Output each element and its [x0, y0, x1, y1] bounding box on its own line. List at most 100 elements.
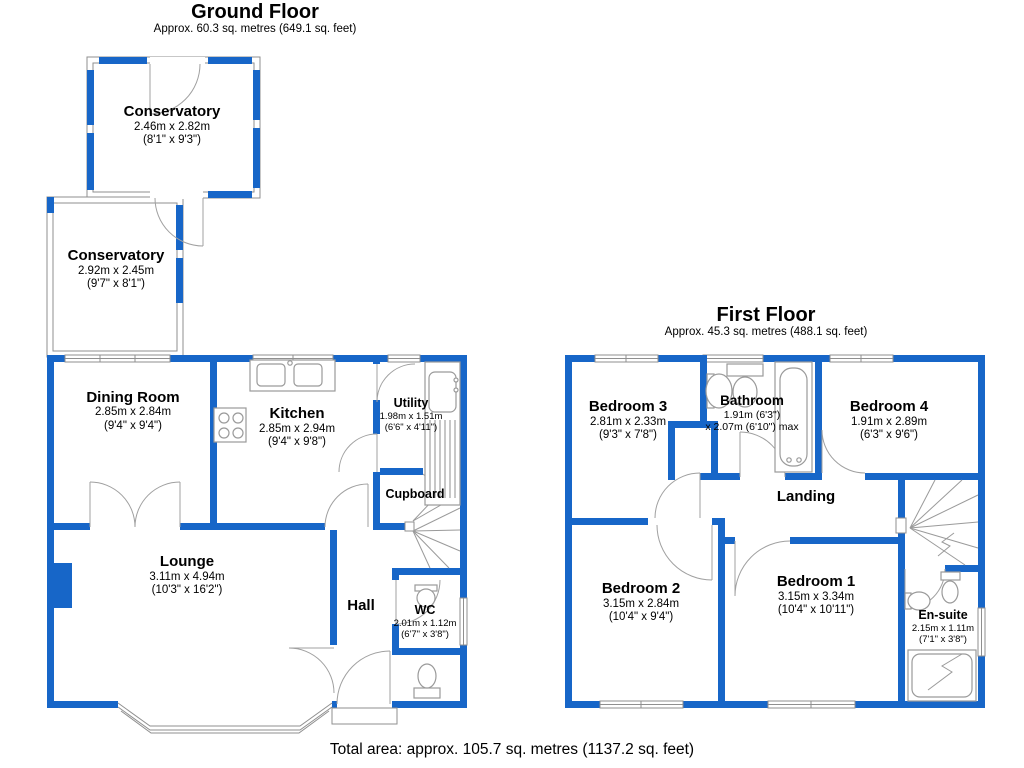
room-dim: (8'1" x 9'3") — [143, 134, 201, 147]
utility-sink-icon — [424, 361, 461, 506]
room-label-kitchen: Kitchen 2.85m x 2.94m (9'4" x 9'8") — [259, 405, 335, 450]
room-label-bedroom4: Bedroom 4 1.91m x 2.89m (6'3" x 9'6") — [850, 398, 928, 443]
room-name: WC — [414, 603, 436, 617]
porch-step — [331, 707, 398, 725]
room-dim: 3.15m x 2.84m — [602, 597, 680, 610]
first-interior-walls — [565, 355, 985, 708]
room-label-bedroom1: Bedroom 1 3.15m x 3.34m (10'4" x 10'11") — [777, 573, 855, 618]
first-floor-subtitle: Approx. 45.3 sq. metres (488.1 sq. feet) — [664, 326, 868, 338]
room-name: Lounge — [159, 553, 215, 570]
lounge-bay-window — [117, 701, 333, 734]
ground-floor-subtitle: Approx. 60.3 sq. metres (649.1 sq. feet) — [153, 23, 357, 35]
room-dim: (9'4" x 9'4") — [104, 419, 162, 432]
ground-windows — [64, 354, 468, 734]
room-dim: 3.15m x 3.34m — [777, 590, 855, 603]
ground-floor-title: Ground Floor — [191, 1, 319, 23]
room-name: Bedroom 3 — [588, 398, 668, 415]
room-dim: (9'7" x 8'1") — [87, 278, 145, 291]
door-arc — [149, 63, 201, 115]
room-name: Bedroom 2 — [601, 580, 681, 597]
room-dim: 1.91m x 2.89m — [850, 415, 928, 428]
room-name: Bedroom 1 — [776, 573, 856, 590]
room-dim: 3.11m x 4.94m — [149, 570, 225, 583]
chimney-breast — [54, 563, 72, 608]
wc-window — [459, 597, 468, 646]
bedroom3-window — [594, 354, 659, 363]
room-dim: (7'1" x 3'8") — [919, 633, 967, 645]
window-pane — [47, 197, 54, 213]
conservatory-top-walls — [86, 56, 261, 199]
first-floor-title: First Floor — [716, 304, 816, 326]
stair-newel — [404, 521, 415, 532]
room-dim: (6'7" x 3'8") — [401, 628, 449, 640]
window-pane — [208, 57, 252, 64]
hob-icon — [213, 407, 247, 443]
room-label-wc: WC 2.01m x 1.12m (6'7" x 3'8") — [394, 603, 457, 640]
room-name: Utility — [393, 396, 429, 410]
window-pane — [99, 57, 147, 64]
room-label-landing: Landing — [777, 488, 835, 506]
bedroom4-window — [829, 354, 894, 363]
room-name: Hall — [347, 597, 375, 614]
window-pane — [87, 133, 94, 190]
ground-fixtures — [213, 359, 461, 699]
total-area-text: Total area: approx. 105.7 sq. metres (11… — [329, 741, 695, 758]
ground-stairs-icon — [412, 479, 461, 569]
room-label-hall: Hall — [347, 597, 375, 615]
room-name: Bathroom — [720, 393, 784, 408]
room-label-utility: Utility 1.98m x 1.51m (6'6" x 4'11") — [380, 396, 443, 433]
room-dim: (9'3" x 7'8") — [599, 429, 657, 442]
room-dim: (10'3" x 16'2") — [151, 584, 223, 597]
room-label-dining-room: Dining Room 2.85m x 2.84m (9'4" x 9'4") — [73, 390, 193, 433]
room-dim: x 2.07m (6'10") max — [705, 421, 799, 434]
window-pane — [253, 70, 260, 120]
ensuite-toilet-icon — [940, 571, 961, 604]
room-label-bedroom2: Bedroom 2 3.15m x 2.84m (10'4" x 9'4") — [602, 580, 680, 625]
room-dim: (10'4" x 10'11") — [777, 604, 855, 617]
room-name: Bedroom 4 — [849, 398, 929, 415]
room-dim: 2.81m x 2.33m — [589, 415, 667, 428]
room-name: Conservatory — [123, 103, 221, 120]
room-dim: 2.46m x 2.82m — [133, 120, 211, 133]
ensuite-sink-icon — [904, 591, 931, 611]
room-label-lounge: Lounge 3.11m x 4.94m (10'3" x 16'2") — [149, 553, 224, 598]
wc-sink-icon — [414, 584, 438, 608]
bedroom1-window — [767, 700, 856, 709]
room-label-conservatory-top: Conservatory 2.46m x 2.82m (8'1" x 9'3") — [124, 103, 221, 148]
first-fixtures — [705, 361, 977, 702]
room-label-bathroom: Bathroom 1.91m (6'3") x 2.07m (6'10") ma… — [705, 393, 798, 434]
room-name: Landing — [776, 488, 836, 505]
front-door-opening — [337, 701, 392, 708]
room-dim: (10'4" x 9'4") — [608, 611, 674, 624]
door-arc — [154, 197, 204, 247]
room-label-cupboard: Cupboard — [385, 487, 444, 502]
room-name: Cupboard — [385, 487, 445, 501]
stair-newel — [895, 517, 907, 534]
ground-floor-plan — [46, 56, 468, 734]
french-door-to-conservatory — [64, 354, 171, 363]
room-dim: 1.98m x 1.51m — [379, 410, 443, 422]
bedroom2-window — [599, 700, 684, 709]
room-name: En-suite — [918, 608, 968, 622]
room-dim: 2.15m x 1.11m — [911, 622, 975, 634]
room-name: Conservatory — [67, 247, 165, 264]
window-pane — [253, 128, 260, 188]
room-dim: 1.91m (6'3") — [723, 408, 781, 421]
ensuite-window — [977, 607, 986, 657]
stair-break-line — [937, 532, 955, 557]
room-dim: 2.01m x 1.12m — [393, 617, 457, 629]
first-doors — [648, 429, 946, 610]
bathroom-toilet-icon — [726, 363, 764, 408]
room-dim: (9'4" x 9'8") — [268, 436, 326, 449]
window-pane — [208, 191, 252, 198]
room-dim: 2.85m x 2.94m — [258, 422, 336, 435]
draining-board — [429, 420, 456, 498]
room-label-bedroom3: Bedroom 3 2.81m x 2.33m (9'3" x 7'8") — [589, 398, 667, 443]
bathroom-window — [702, 354, 764, 363]
wc-toilet-icon — [413, 663, 441, 699]
window-pane — [176, 205, 183, 250]
room-dim: 2.92m x 2.45m — [77, 264, 155, 277]
door-opening — [150, 57, 205, 65]
room-dim: 2.85m x 2.84m — [94, 405, 172, 418]
